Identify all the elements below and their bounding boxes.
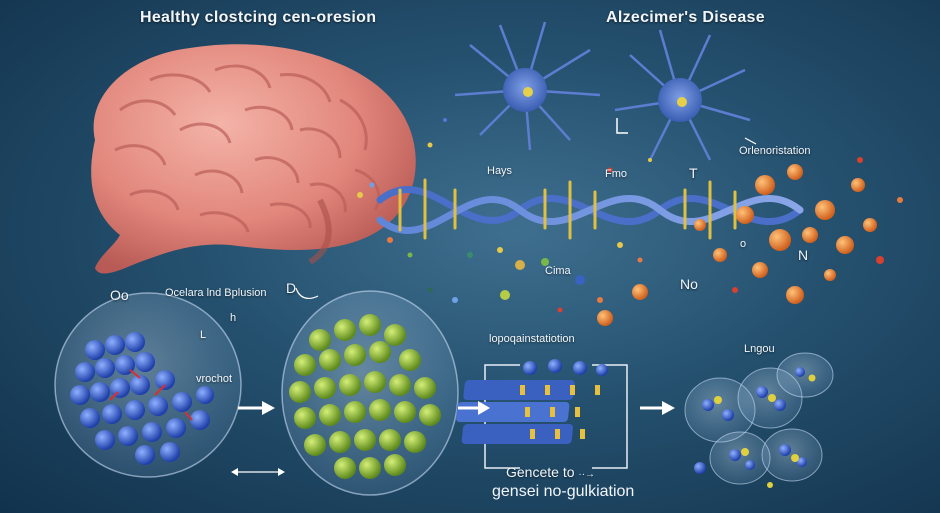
label-ocelara: Ocelara lnd Bplusion xyxy=(165,287,267,299)
label-gencete-text: Gencete to xyxy=(506,464,575,480)
label-lopoqainstatiotion: lopoqainstatiotion xyxy=(489,333,575,345)
label-h: h xyxy=(230,312,237,324)
label-cima: Cima xyxy=(545,265,571,277)
brain-illustration xyxy=(91,44,416,274)
diseased-cell-cluster xyxy=(684,352,834,488)
process-arrows xyxy=(231,118,757,476)
healthy-cell-bubble xyxy=(54,292,242,478)
label-gensei: gensei no-gulkiation xyxy=(492,483,635,500)
label-l: L xyxy=(200,329,207,341)
label-hays: Hays xyxy=(487,165,513,177)
label-d: D xyxy=(286,280,297,296)
label-vrochot: vrochot xyxy=(196,373,233,385)
label-oo: Oo xyxy=(110,287,129,303)
label-t: T xyxy=(689,165,698,181)
label-gencete: Gencete to ··→ xyxy=(506,464,595,480)
label-gencete-arrow: ··→ xyxy=(578,469,596,480)
label-o: o xyxy=(740,238,747,250)
label-lngou: Lngou xyxy=(744,343,775,355)
amyloid-plaque-cluster xyxy=(597,157,903,326)
healthy-title: Healthy clostcing cen-oresion xyxy=(140,9,377,26)
aggregation-cell-bubble xyxy=(281,290,459,496)
neuron-cell-1 xyxy=(454,21,601,151)
dna-helix xyxy=(376,178,804,240)
alzheimers-title: Alzecimer's Disease xyxy=(606,9,765,26)
neuron-cell-2 xyxy=(614,29,751,161)
label-n: N xyxy=(798,247,809,263)
label-no: No xyxy=(680,276,698,292)
label-orlenoristation: Orlenoristation xyxy=(739,145,811,157)
fibril-panel xyxy=(456,359,628,469)
label-fmo: Fmo xyxy=(605,168,627,180)
protein-particles xyxy=(357,118,652,313)
